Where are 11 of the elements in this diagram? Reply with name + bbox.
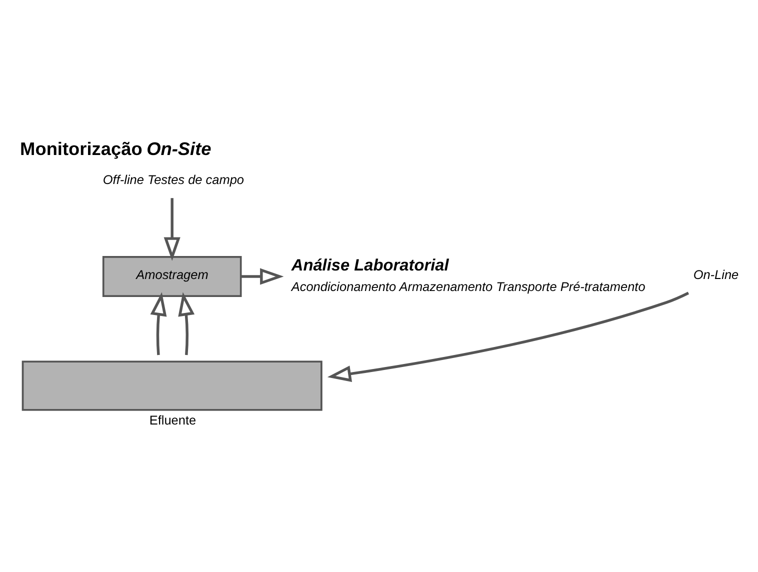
node-label: Efluente xyxy=(149,412,196,428)
node-text: Análise Laboratorial Acondicionamento Armazenamento Transporte Pré-tratamento xyxy=(291,256,646,294)
arrow xyxy=(240,268,284,284)
node-text: Off-line Testes de campo xyxy=(102,171,244,186)
node-box: Amostragem xyxy=(102,256,242,296)
arrow xyxy=(150,292,167,355)
diagram-title: Monitorização On-Site xyxy=(20,138,212,158)
arrow xyxy=(178,292,195,355)
node-text: On-Line xyxy=(693,266,739,282)
arrow xyxy=(164,198,180,260)
arrow xyxy=(327,291,690,382)
